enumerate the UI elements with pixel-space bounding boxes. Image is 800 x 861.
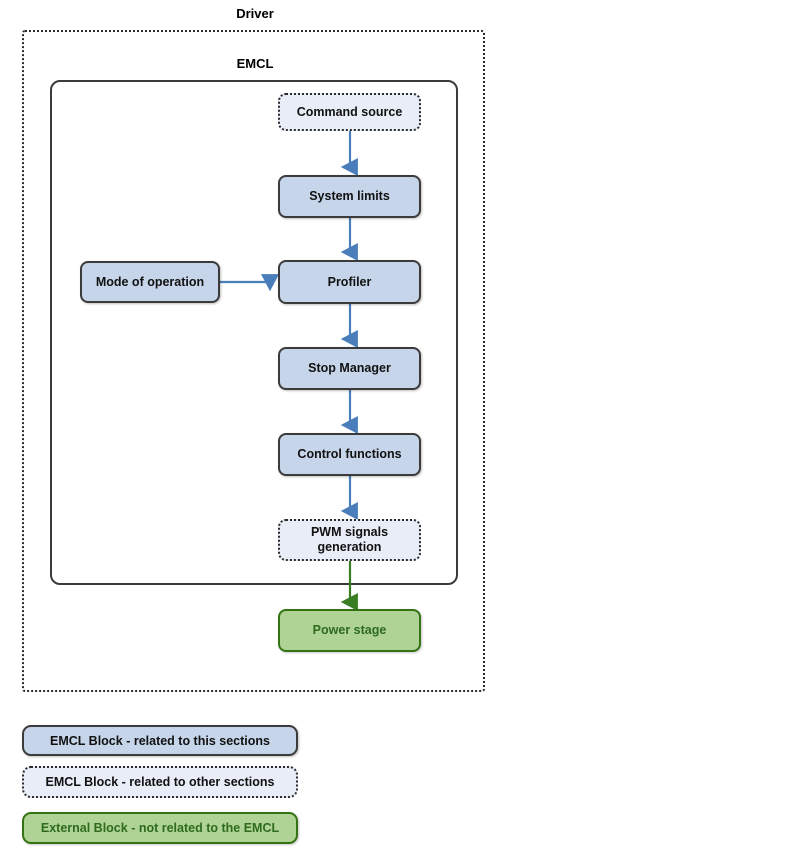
node-command-source[interactable]: Command source — [278, 93, 421, 131]
node-stop-manager[interactable]: Stop Manager — [278, 347, 421, 390]
emcl-container — [50, 80, 458, 585]
driver-container — [22, 30, 485, 692]
node-pwm-signals-generation[interactable]: PWM signals generation — [278, 519, 421, 561]
legend-item-emcl-other-sections: EMCL Block - related to other sections — [22, 766, 298, 798]
legend-item-emcl-this-section: EMCL Block - related to this sections — [22, 725, 298, 756]
node-power-stage[interactable]: Power stage — [278, 609, 421, 652]
node-mode-of-operation[interactable]: Mode of operation — [80, 261, 220, 303]
node-profiler[interactable]: Profiler — [278, 260, 421, 304]
emcl-container-title: EMCL — [236, 56, 274, 71]
driver-container-title: Driver — [236, 6, 274, 21]
legend-item-external-block: External Block - not related to the EMCL — [22, 812, 298, 844]
node-system-limits[interactable]: System limits — [278, 175, 421, 218]
node-control-functions[interactable]: Control functions — [278, 433, 421, 476]
